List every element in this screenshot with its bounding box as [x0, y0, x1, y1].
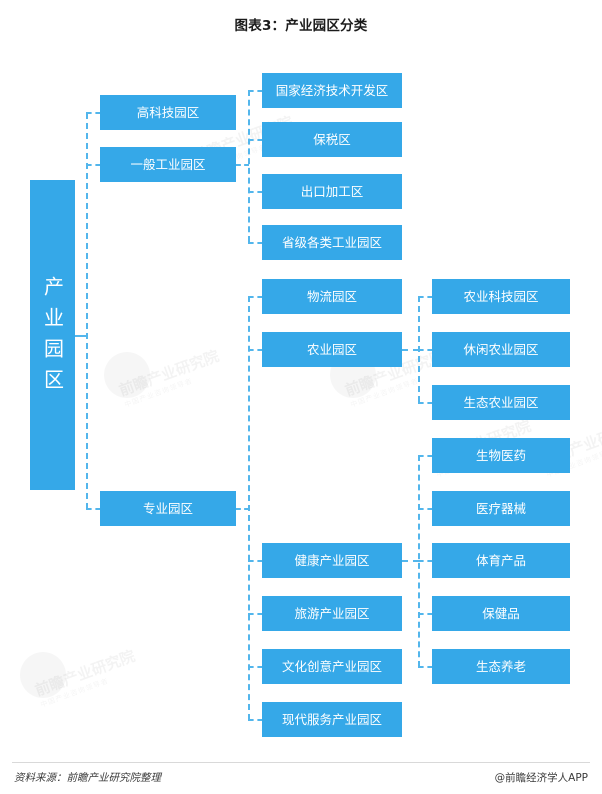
node-cultural-creative-industry-park[interactable]: 文化创意产业园区 [262, 649, 402, 684]
connector-industrial-child [248, 242, 263, 244]
connector-to-hitech [86, 112, 101, 114]
connector-specialty-child [248, 296, 263, 298]
node-eco-elderly-care[interactable]: 生态养老 [432, 649, 570, 684]
watermark-brand: 前瞻产业研究院中国产业咨询领导者 [32, 645, 141, 710]
watermark-dot [20, 652, 66, 698]
node-provincial-industrial-parks[interactable]: 省级各类工业园区 [262, 225, 402, 260]
connector-agri-child [418, 349, 433, 351]
node-root-industrial-park[interactable]: 产业园区 [30, 180, 75, 490]
connector-industrial-child [248, 90, 263, 92]
connector-health-stub [402, 560, 419, 562]
connector-industrial-child [248, 191, 263, 193]
node-biopharmaceutical[interactable]: 生物医药 [432, 438, 570, 473]
footer-divider [12, 762, 590, 763]
app-attribution: @前瞻经济学人APP [494, 772, 588, 784]
node-hitech-park[interactable]: 高科技园区 [100, 95, 236, 130]
page-title: 图表3：产业园区分类 [234, 18, 368, 34]
node-sports-products[interactable]: 体育产品 [432, 543, 570, 578]
connector-health-child [418, 613, 433, 615]
connector-industrial-stub [236, 164, 249, 166]
connector-health-child [418, 508, 433, 510]
connector-root-stub [75, 335, 87, 337]
node-national-economic-tech-development-zone[interactable]: 国家经济技术开发区 [262, 73, 402, 108]
node-modern-service-industry-park[interactable]: 现代服务产业园区 [262, 702, 402, 737]
connector-industrial-child [248, 139, 263, 141]
connector-to-specialty [86, 508, 101, 510]
node-bonded-zone[interactable]: 保税区 [262, 122, 402, 157]
connector-specialty-trunk [248, 296, 250, 720]
node-eco-agri-park[interactable]: 生态农业园区 [432, 385, 570, 420]
node-logistics-park[interactable]: 物流园区 [262, 279, 402, 314]
node-specialty-park[interactable]: 专业园区 [100, 491, 236, 526]
connector-health-child [418, 666, 433, 668]
node-general-industrial-park[interactable]: 一般工业园区 [100, 147, 236, 182]
node-export-processing-zone[interactable]: 出口加工区 [262, 174, 402, 209]
connector-agri-child [418, 402, 433, 404]
watermark-dot [104, 352, 150, 398]
node-agri-tech-park[interactable]: 农业科技园区 [432, 279, 570, 314]
source-note: 资料来源：前瞻产业研究院整理 [14, 772, 161, 784]
node-health-care-products[interactable]: 保健品 [432, 596, 570, 631]
connector-specialty-child [248, 719, 263, 721]
node-agriculture-park[interactable]: 农业园区 [262, 332, 402, 367]
connector-agri-child [418, 296, 433, 298]
connector-specialty-child [248, 613, 263, 615]
connector-specialty-child [248, 349, 263, 351]
connector-specialty-child [248, 666, 263, 668]
watermark-brand: 前瞻产业研究院中国产业咨询领导者 [116, 345, 225, 410]
node-medical-devices[interactable]: 医疗器械 [432, 491, 570, 526]
connector-to-industrial [86, 164, 101, 166]
connector-level2-trunk [86, 113, 88, 509]
connector-specialty-child [248, 560, 263, 562]
connector-industrial-trunk [248, 90, 250, 242]
connector-health-child [418, 455, 433, 457]
node-leisure-agri-park[interactable]: 休闲农业园区 [432, 332, 570, 367]
node-tourism-industry-park[interactable]: 旅游产业园区 [262, 596, 402, 631]
connector-health-child [418, 560, 433, 562]
connector-specialty-stub [236, 508, 249, 510]
node-health-industry-park[interactable]: 健康产业园区 [262, 543, 402, 578]
connector-agri-stub [402, 349, 419, 351]
